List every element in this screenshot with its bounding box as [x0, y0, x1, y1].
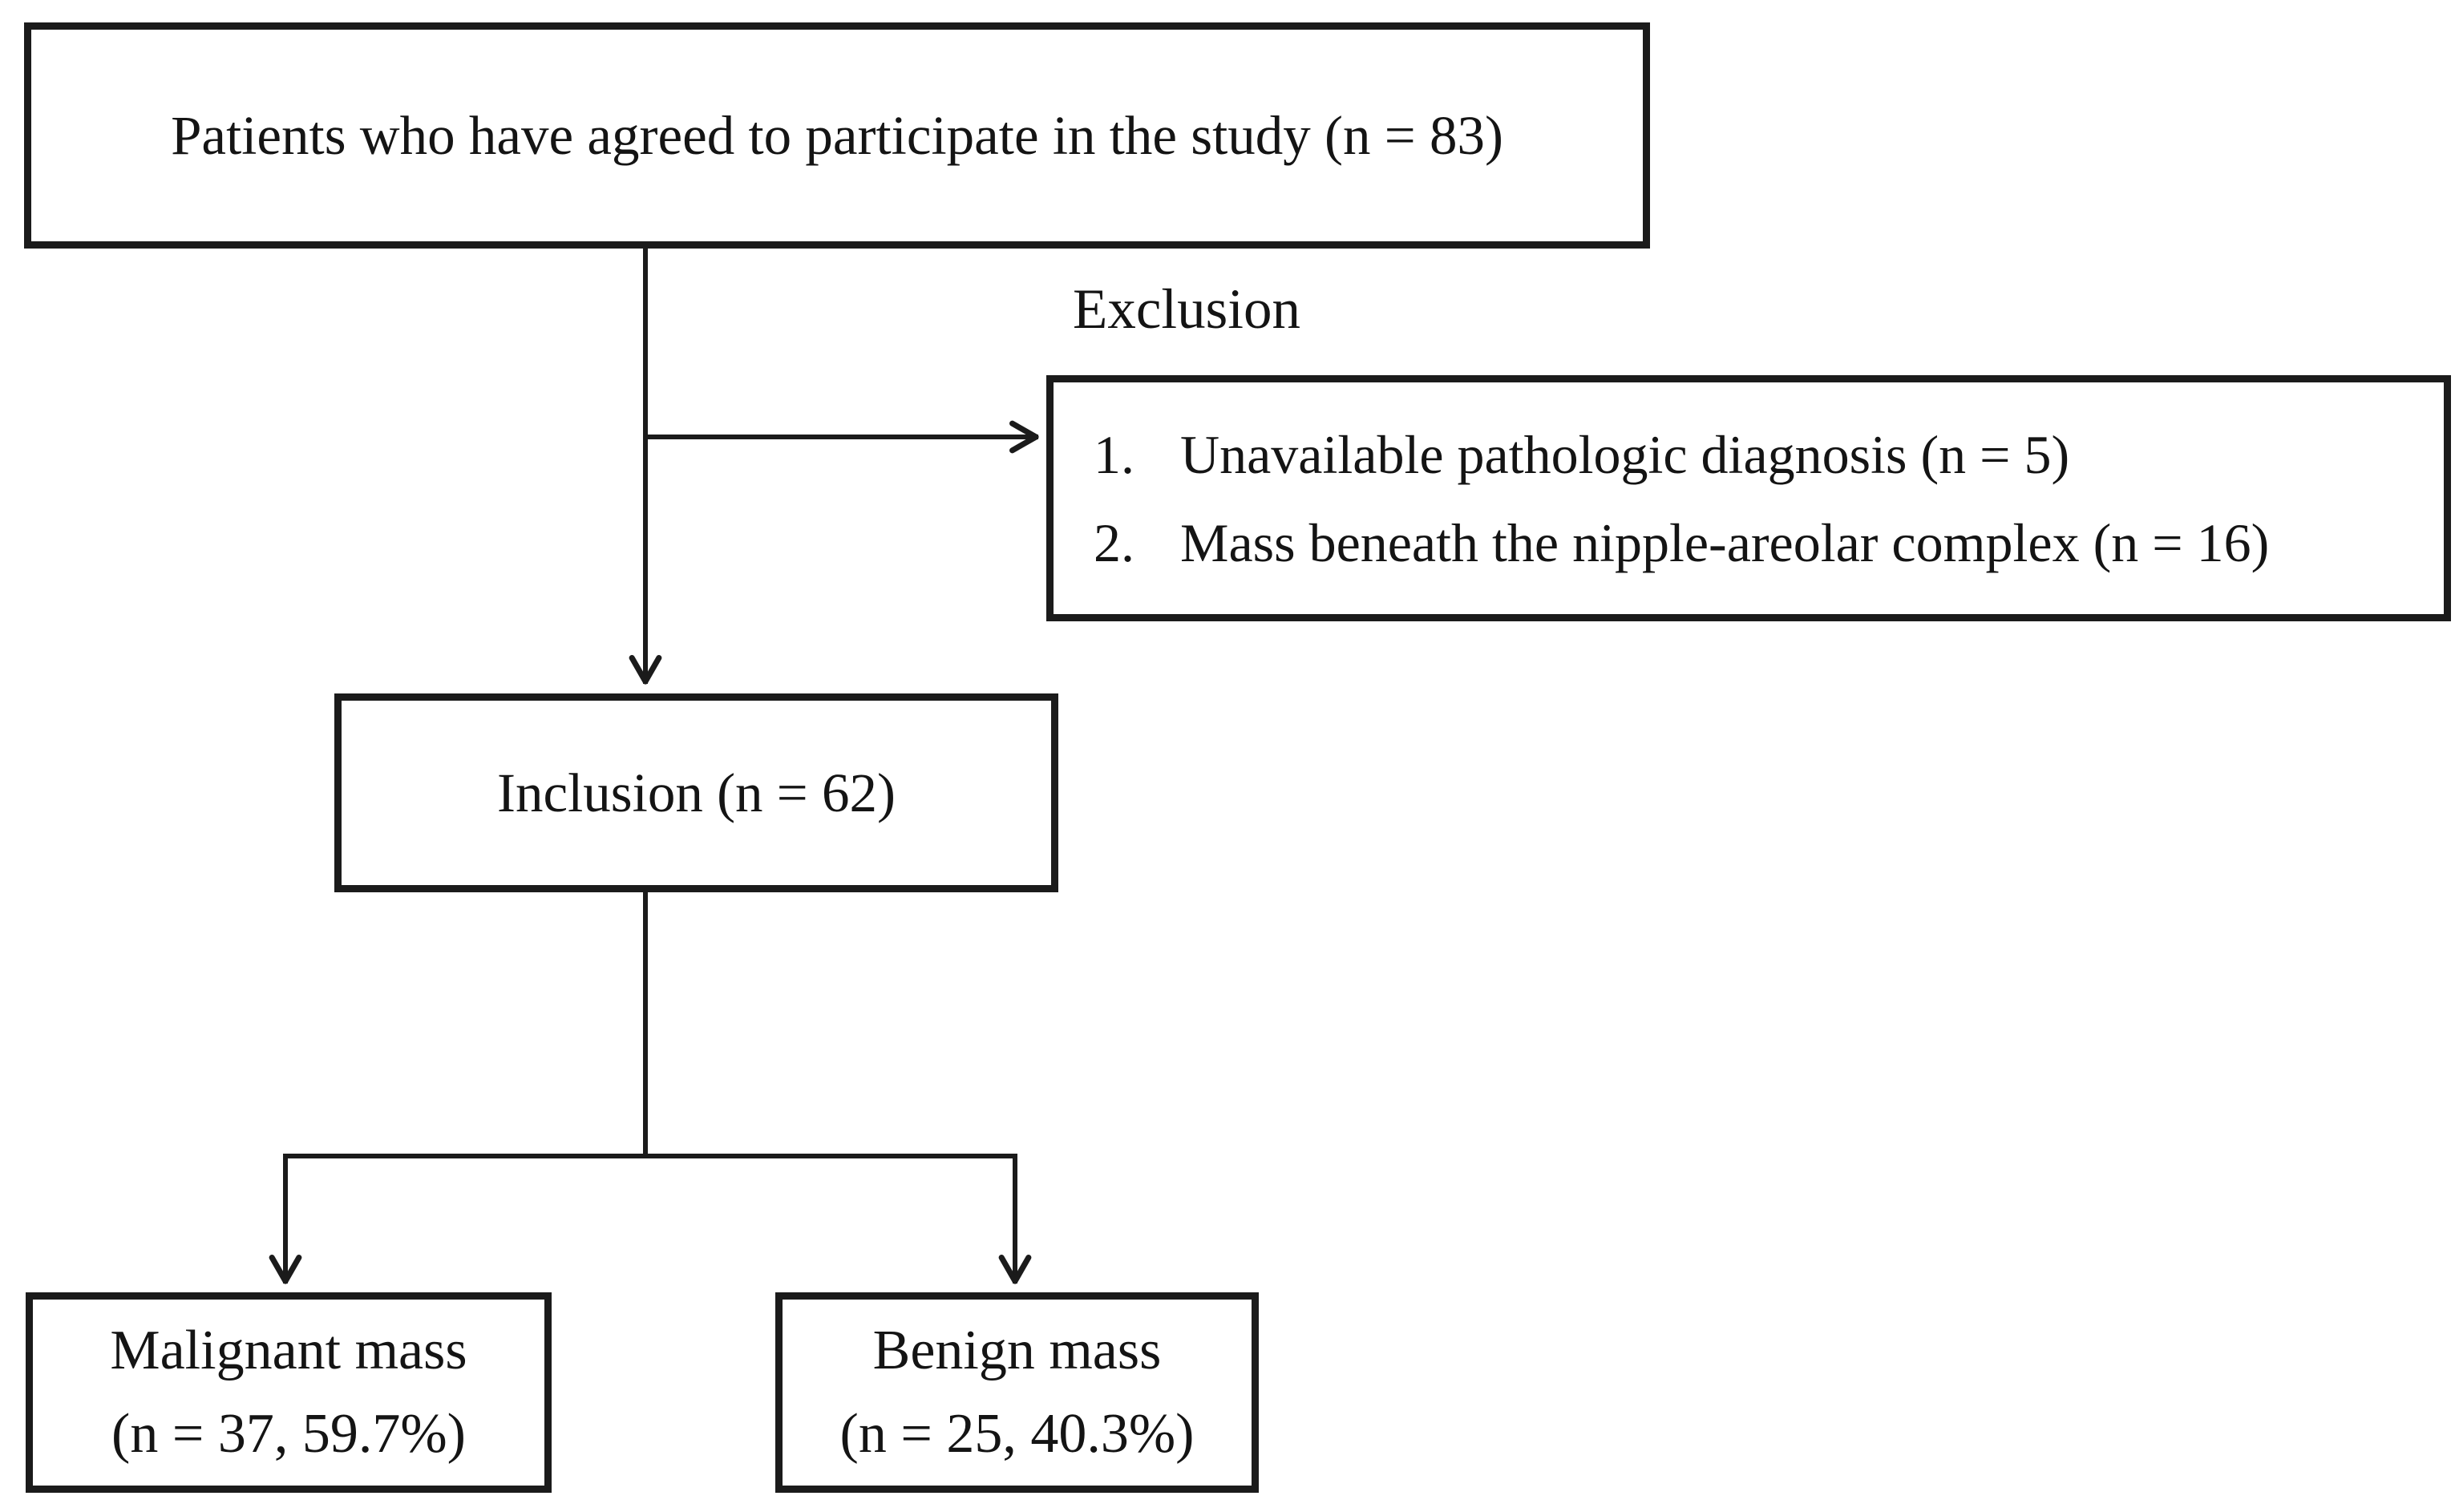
- exclusion-item: 2. Mass beneath the nipple-areolar compl…: [1094, 499, 2425, 587]
- node-benign-title: Benign mass: [872, 1320, 1162, 1381]
- node-participants-text: Patients who have agreed to participate …: [171, 104, 1503, 166]
- exclusion-item: 1. Unavailable pathologic diagnosis (n =…: [1094, 410, 2425, 499]
- node-benign-mass: Benign mass (n = 25, 40.3%): [775, 1292, 1259, 1493]
- exclusion-label: Exclusion: [1073, 278, 1300, 341]
- exclusion-item-number: 2.: [1094, 511, 1134, 573]
- exclusion-item-number: 1.: [1094, 423, 1134, 485]
- node-participants: Patients who have agreed to participate …: [24, 22, 1650, 249]
- node-malignant-title: Malignant mass: [110, 1320, 467, 1381]
- node-inclusion-text: Inclusion (n = 62): [497, 762, 896, 823]
- node-benign-count: (n = 25, 40.3%): [839, 1403, 1195, 1465]
- node-inclusion: Inclusion (n = 62): [334, 693, 1058, 892]
- node-malignant-mass: Malignant mass (n = 37, 59.7%): [26, 1292, 552, 1493]
- exclusion-item-text: Mass beneath the nipple-areolar complex …: [1180, 511, 2270, 573]
- node-exclusion: 1. Unavailable pathologic diagnosis (n =…: [1046, 375, 2451, 621]
- exclusion-item-text: Unavailable pathologic diagnosis (n = 5): [1180, 423, 2070, 485]
- node-malignant-count: (n = 37, 59.7%): [111, 1403, 466, 1465]
